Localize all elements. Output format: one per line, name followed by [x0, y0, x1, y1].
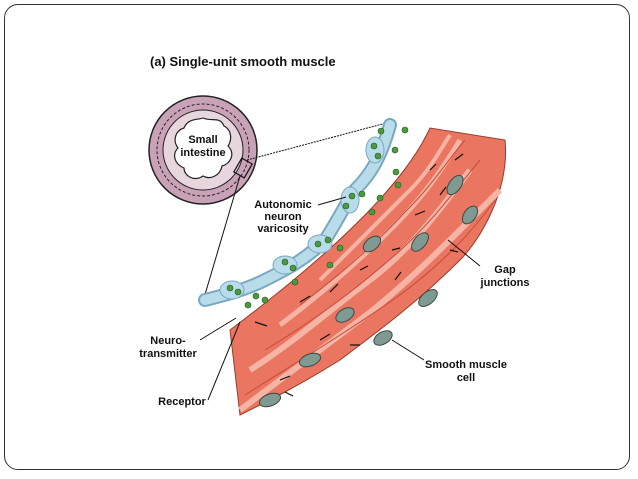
autonomic-neuron [198, 118, 409, 309]
svg-text:junctions: junctions [480, 277, 530, 289]
zoom-line-top [246, 121, 391, 161]
small-intestine-inset: Small intestine [148, 95, 258, 205]
smooth-muscle-tissue [229, 127, 507, 416]
label-varicosity: Autonomic neuron varicosity [254, 196, 347, 235]
figure-title: (a) Single-unit smooth muscle [150, 54, 336, 69]
svg-text:Neuro-: Neuro- [150, 335, 186, 347]
svg-text:Gap: Gap [494, 264, 516, 276]
svg-text:transmitter: transmitter [139, 348, 197, 360]
label-gap-junctions: Gap junctions [447, 239, 530, 289]
svg-text:varicosity: varicosity [257, 223, 309, 235]
svg-text:Smooth muscle: Smooth muscle [425, 359, 507, 371]
svg-text:neuron: neuron [264, 211, 302, 223]
zoom-line-bottom [203, 175, 241, 299]
inset-label-small: Small [188, 134, 217, 146]
svg-text:cell: cell [457, 372, 475, 384]
label-neurotransmitter: Neuro- transmitter [139, 317, 237, 360]
label-smooth-muscle-cell: Smooth muscle cell [391, 339, 507, 384]
svg-text:Receptor: Receptor [158, 396, 206, 408]
svg-text:Autonomic: Autonomic [254, 199, 311, 211]
label-receptor: Receptor [158, 321, 241, 408]
inset-label-intestine: intestine [180, 147, 225, 159]
